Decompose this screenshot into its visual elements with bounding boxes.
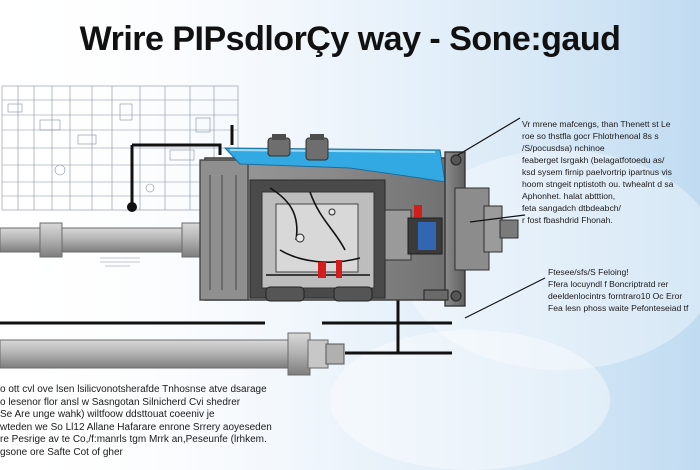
- caption-text-bottom-left: o ott cvl ove lsen lsilicvonotsherafde T…: [0, 384, 272, 458]
- pipe-coupling: [39, 222, 63, 258]
- solenoid-body: [384, 209, 412, 261]
- lower-pipe: [0, 339, 316, 369]
- cloud: [330, 330, 610, 470]
- housing-left-block: [199, 159, 249, 301]
- top-cap: [267, 137, 291, 157]
- mount-foot: [333, 286, 373, 302]
- top-cap: [305, 137, 329, 161]
- callout-lines: [457, 117, 546, 319]
- mount-foot: [265, 286, 305, 302]
- wiring: [0, 125, 452, 355]
- pipe-coupling: [287, 332, 311, 376]
- wire-terminal: [127, 202, 137, 212]
- callout-text-top-right: Vr mrene mafcengs, than Thenett st Le ro…: [522, 119, 674, 225]
- upper-pipe: [0, 227, 211, 253]
- pipe-end-cap: [307, 339, 329, 369]
- diagram-title: Wrire PIPsdlorÇy way - Sone:gaud: [79, 20, 621, 58]
- pipe-nozzle: [325, 343, 345, 365]
- callout-text-middle-right: Ftesee/sfs/S Feloing! Ffera locuyndl f B…: [548, 267, 689, 313]
